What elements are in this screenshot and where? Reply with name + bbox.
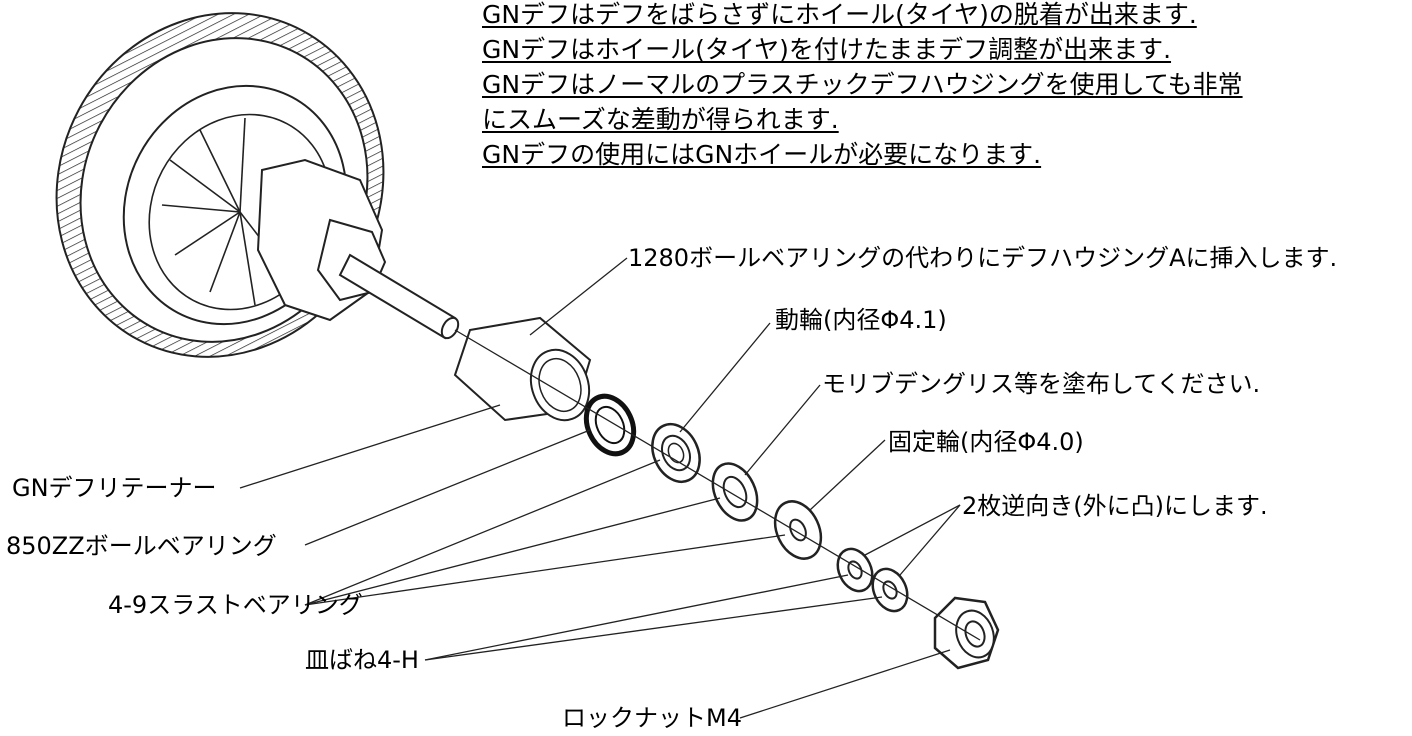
fixed-ring-part bbox=[773, 500, 823, 560]
shaft-end bbox=[440, 316, 460, 340]
thrust-ball-cage bbox=[711, 462, 759, 522]
label-thrust-bearing: 4-9スラストベアリング bbox=[108, 591, 363, 619]
note-line-3: GNデフはノーマルのプラスチックデフハウジングを使用しても非常 bbox=[482, 70, 1243, 99]
label-retainer: GNデフリテーナー bbox=[12, 474, 217, 502]
label-insert-housing: 1280ボールベアリングの代わりにデフハウジングAに挿入します. bbox=[628, 244, 1338, 272]
label-grease: モリブデングリス等を塗布してください. bbox=[822, 370, 1261, 398]
disc-spring-2 bbox=[871, 567, 909, 613]
note-line-5: GNデフの使用にはGNホイールが必要になります. bbox=[482, 140, 1042, 169]
label-bearing-850zz: 850ZZボールベアリング bbox=[6, 532, 277, 560]
lock-nut-part bbox=[933, 596, 1000, 670]
drive-ring-part bbox=[651, 423, 701, 483]
spur-gear-assembly bbox=[55, 12, 460, 358]
gn-diff-retainer bbox=[453, 316, 592, 422]
label-two-reversed: 2枚逆向き(外に凸)にします. bbox=[962, 492, 1268, 520]
label-lock-nut: ロックナットM4 bbox=[562, 704, 742, 732]
note-line-4: にスムーズな差動が得られます. bbox=[482, 105, 839, 134]
assembly-axis-line bbox=[454, 329, 981, 641]
note-line-2: GNデフはホイール(タイヤ)を付けたままデフ調整が出来ます. bbox=[482, 35, 1172, 64]
leader-lines bbox=[239, 257, 961, 719]
label-drive-ring: 動輪(内径Φ4.1) bbox=[775, 306, 947, 334]
label-disc-spring: 皿ばね4-H bbox=[305, 646, 419, 674]
label-fixed-ring: 固定輪(内径Φ4.0) bbox=[888, 428, 1084, 456]
note-line-1: GNデフはデフをばらさずにホイール(タイヤ)の脱着が出来ます. bbox=[482, 0, 1197, 29]
gear-spokes bbox=[161, 117, 301, 306]
disc-spring-1 bbox=[836, 547, 874, 593]
bearing-850zz bbox=[583, 393, 637, 457]
